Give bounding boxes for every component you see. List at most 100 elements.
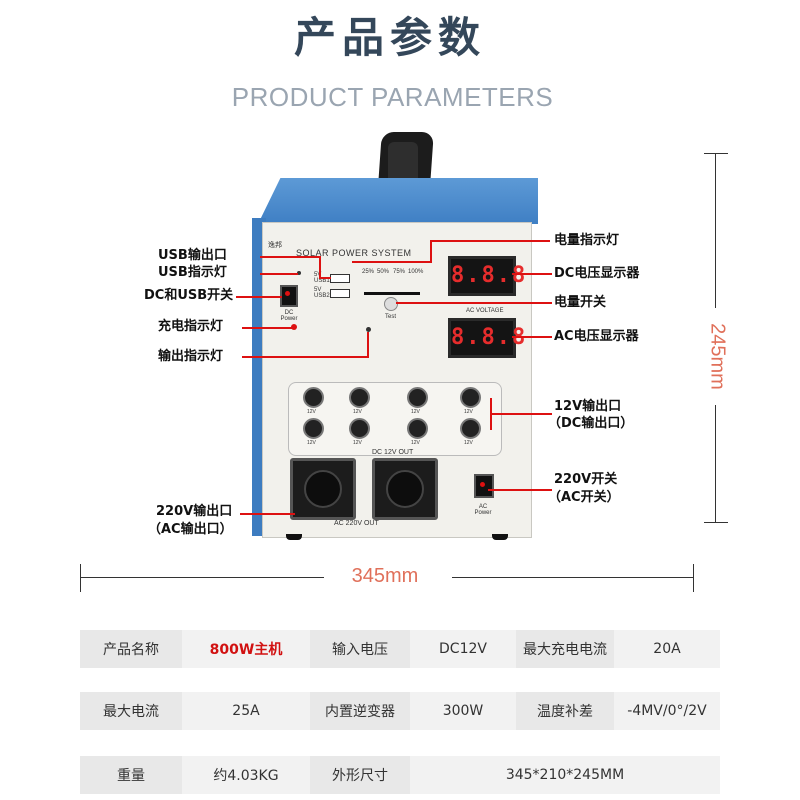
height-dim-tick-top [704, 153, 728, 154]
label-dc-usb-switch: DC和USB开关 [144, 288, 234, 303]
height-dim-line-lower [715, 405, 716, 522]
dc-out-label: DC 12V OUT [372, 449, 414, 456]
label-usb-output: USB输出口 [158, 248, 227, 263]
dc-jack [407, 418, 428, 439]
spec-value: 20A [653, 641, 681, 657]
label-12v-output-sub: （DC输出口） [548, 416, 634, 431]
dc-jack-label: 12V [411, 409, 420, 415]
ac-socket-2 [372, 458, 438, 520]
spec-label: 外形尺寸 [310, 756, 410, 794]
ac-out-label: AC 220V OUT [334, 520, 379, 527]
callout-line [430, 240, 550, 242]
callout-line [396, 302, 552, 304]
spec-label: 输入电压 [310, 630, 410, 668]
spec-value: 25A [232, 703, 260, 719]
ac-voltage-label: AC VOLTAGE [466, 308, 504, 314]
spec-row-gap [80, 730, 720, 754]
page-subtitle: PRODUCT PARAMETERS [231, 82, 554, 112]
callout-line [367, 332, 369, 358]
spec-value: 300W [442, 703, 484, 719]
spec-label: 内置逆变器 [310, 692, 410, 730]
ac-socket-2-face [386, 470, 424, 508]
dc-jack [407, 387, 428, 408]
spec-label: 最大电流 [80, 692, 182, 730]
dc-jack-label: 12V [307, 409, 316, 415]
spec-label: 产品名称 [80, 630, 182, 668]
dc-jack [460, 418, 481, 439]
dc-jack-label: 12V [464, 440, 473, 446]
usb-port-2 [330, 289, 350, 298]
dc-jack-label: 12V [353, 409, 362, 415]
label-220v-switch-sub: （AC开关） [548, 490, 620, 505]
width-dim-line-left [80, 577, 324, 578]
spec-row-gap [80, 668, 720, 692]
device-illustration: 逸邦 SOLAR POWER SYSTEM 5V USB1 5V USB2 25… [252, 132, 538, 540]
callout-line [512, 336, 552, 338]
device-case-top [258, 178, 538, 224]
usb-led [297, 271, 301, 275]
dc-jack [349, 418, 370, 439]
ac-power-label: AC Power [474, 504, 492, 516]
label-usb-indicator: USB指示灯 [158, 265, 227, 280]
ac-socket-1-face [304, 470, 342, 508]
dc-voltage-display: 8.8.8 [448, 256, 525, 296]
label-ac-display: AC电压显示器 [554, 329, 639, 344]
callout-line [260, 273, 298, 275]
page-title: 产品参数 [293, 13, 486, 62]
dc-jack-label: 12V [353, 440, 362, 446]
test-label: Test [385, 314, 397, 320]
output-led [366, 327, 371, 332]
width-dim-tick-left [80, 564, 81, 592]
device-foot [492, 534, 508, 540]
callout-line [430, 240, 432, 262]
width-dim-tick-right [693, 564, 694, 592]
spec-label: 温度补差 [516, 692, 614, 730]
charge-led [291, 324, 297, 330]
width-dimension: 345mm [351, 565, 419, 587]
callout-line [512, 273, 552, 275]
device-foot [286, 534, 302, 540]
dc-power-switch [280, 285, 298, 307]
label-220v-output: 220V输出口 [156, 504, 233, 519]
callout-line [236, 296, 282, 298]
callout-line [490, 413, 552, 415]
test-button-ring [384, 297, 398, 311]
dc-jack [460, 387, 481, 408]
level-100: 100% [408, 269, 424, 275]
height-dimension: 245mm [706, 323, 729, 390]
usb1-label: 5V USB1 [314, 272, 330, 284]
spec-value: DC12V [439, 641, 487, 657]
callout-line [242, 356, 368, 358]
label-220v-switch: 220V开关 [554, 472, 618, 487]
callout-line [352, 261, 432, 263]
spec-label: 最大充电电流 [516, 630, 614, 668]
level-25: 25% [362, 269, 375, 275]
dc-power-label: DC Power [280, 310, 298, 322]
dc-jack [303, 418, 324, 439]
callout-line [319, 277, 331, 279]
ac-voltage-display: 8.8.8 [448, 318, 525, 358]
spec-value: -4MV/0°/2V [627, 703, 707, 719]
brand-logo: 逸邦 [268, 242, 282, 249]
label-output-indicator: 输出指示灯 [158, 349, 224, 364]
height-dim-tick-bottom [704, 522, 728, 523]
dc-jack-label: 12V [411, 440, 420, 446]
dc-jack [349, 387, 370, 408]
height-dim-line-upper [715, 153, 716, 308]
label-battery-switch: 电量开关 [554, 295, 607, 310]
callout-line [240, 513, 295, 515]
spec-value: 345*210*245MM [505, 767, 625, 783]
label-12v-output: 12V输出口 [554, 399, 622, 414]
dc-jack-label: 12V [464, 409, 473, 415]
dc-jack-label: 12V [307, 440, 316, 446]
dc-switch-led [285, 291, 290, 296]
panel-title: SOLAR POWER SYSTEM [296, 248, 412, 258]
spec-value: 800W主机 [209, 642, 283, 658]
level-75: 75% [393, 269, 406, 275]
dc-jack [303, 387, 324, 408]
spec-label: 重量 [80, 756, 182, 794]
label-battery-indicator: 电量指示灯 [554, 233, 620, 248]
label-dc-display: DC电压显示器 [554, 266, 640, 281]
usb2-label: 5V USB2 [314, 287, 330, 299]
spec-value: 约4.03KG [213, 768, 279, 784]
